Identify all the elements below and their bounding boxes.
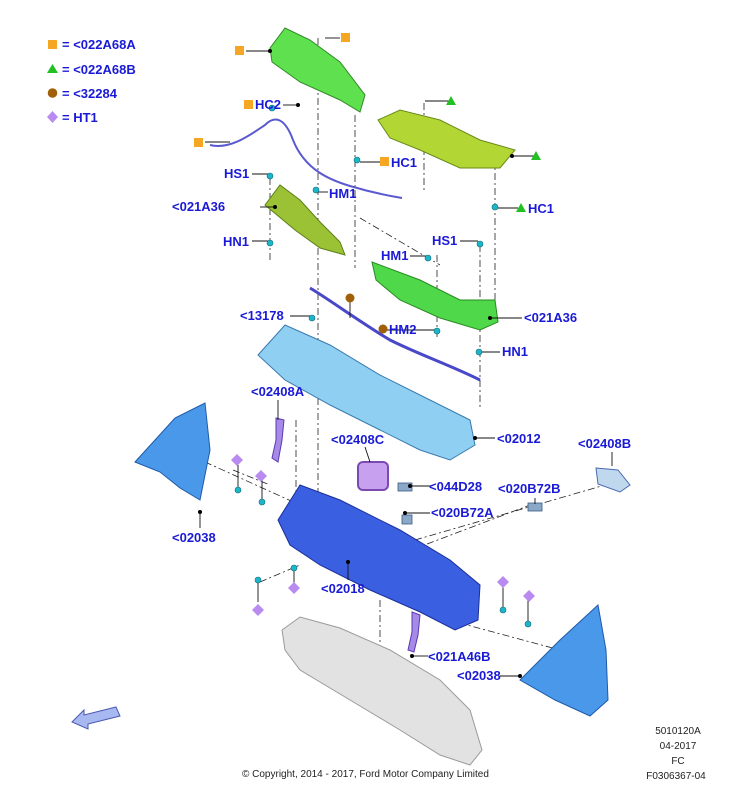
cowl-side-left xyxy=(264,184,346,256)
label-02038-left: <02038 xyxy=(172,530,216,545)
circle-icon xyxy=(345,293,355,303)
callout-triangles xyxy=(446,96,541,212)
label-021A36-left: <021A36 xyxy=(172,199,226,214)
clip-icon xyxy=(234,486,242,494)
copyright-text: © Copyright, 2014 - 2017, Ford Motor Com… xyxy=(242,769,489,780)
diamond-icon xyxy=(497,576,509,588)
diamond-icon xyxy=(252,604,264,616)
label-hc1-right: HC1 xyxy=(528,201,555,216)
bracket-02408A xyxy=(271,417,285,463)
label-13178: <13178 xyxy=(240,308,284,323)
legend-label-022A68B: = <022A68B xyxy=(62,62,136,77)
label-hm1-left: HM1 xyxy=(329,186,357,201)
legend-label-022A68A: = <022A68A xyxy=(62,37,136,52)
side-panel-02038-right xyxy=(519,604,609,717)
diamond-icon xyxy=(523,590,535,602)
legend-diamond-icon xyxy=(47,111,58,123)
bracket-02408C xyxy=(357,461,389,491)
label-021A36-right: <021A36 xyxy=(524,310,578,325)
clip-icon xyxy=(254,576,262,584)
label-hc2: HC2 xyxy=(255,97,282,112)
circle-icon xyxy=(378,324,388,334)
triangle-icon xyxy=(516,203,526,212)
clip-icon xyxy=(424,254,432,262)
cowl-side-right xyxy=(371,261,499,331)
clip-icons xyxy=(234,104,532,628)
label-020B72A: <020B72A xyxy=(431,505,494,520)
label-hm1-right: HM1 xyxy=(381,248,409,263)
dash-insulator xyxy=(281,616,483,766)
legend-triangle-icon xyxy=(47,64,58,73)
legend-square-icon xyxy=(48,40,57,49)
figure-number: F0306367-04 xyxy=(646,771,706,782)
leader-lines xyxy=(199,37,613,677)
label-02408B: <02408B xyxy=(578,436,632,451)
square-icon xyxy=(380,157,389,166)
label-02038-right: <02038 xyxy=(457,668,501,683)
bracket-02408B xyxy=(595,467,631,493)
square-icon xyxy=(244,100,253,109)
callout-squares xyxy=(194,33,389,166)
clip-icon xyxy=(475,348,483,356)
square-icon xyxy=(194,138,203,147)
label-hn1-right: HN1 xyxy=(502,344,529,359)
diagram-code: 5010120A xyxy=(655,726,701,737)
cowl-top-panel-right xyxy=(377,109,516,169)
clip-icon xyxy=(491,203,499,211)
clip-icon xyxy=(524,620,532,628)
label-02018: <02018 xyxy=(321,581,365,596)
label-hm2: HM2 xyxy=(389,322,417,337)
label-02408C: <02408C xyxy=(331,432,385,447)
clip-icon xyxy=(266,239,274,247)
assembly-lines xyxy=(204,38,606,651)
diamond-icon xyxy=(288,582,300,594)
clip-icon xyxy=(476,240,484,248)
label-hs1-right: HS1 xyxy=(432,233,458,248)
clip-icon xyxy=(266,172,274,180)
label-02408A: <02408A xyxy=(251,384,305,399)
clip-icon xyxy=(308,314,316,322)
triangle-icon xyxy=(446,96,456,105)
bracket-020B72B xyxy=(527,502,543,512)
clip-icon xyxy=(258,498,266,506)
diagram-fc: FC xyxy=(671,756,685,767)
callout-diamonds xyxy=(231,454,535,616)
callout-circles xyxy=(345,293,388,334)
square-icon xyxy=(235,46,244,55)
bracket-020B72A xyxy=(401,514,413,525)
cowl-top-panel-left xyxy=(269,27,366,113)
label-021A46B: <021A46B xyxy=(428,649,491,664)
label-02012: <02012 xyxy=(497,431,541,446)
triangle-icon xyxy=(531,151,541,160)
square-icon xyxy=(341,33,350,42)
diagram-date: 04-2017 xyxy=(659,741,697,752)
clip-icon xyxy=(290,564,298,572)
label-hs1-left: HS1 xyxy=(224,166,250,181)
front-direction-arrow-icon xyxy=(71,706,121,730)
leader-dots xyxy=(198,49,522,678)
bracket-021A46B xyxy=(407,611,421,653)
bracket-044D28 xyxy=(397,482,413,492)
label-hn1-left: HN1 xyxy=(223,234,250,249)
diamond-icon xyxy=(255,470,267,482)
diamond-icon xyxy=(231,454,243,466)
harness-13178 xyxy=(309,286,481,382)
dash-panel-02012 xyxy=(257,324,476,461)
washer-hose xyxy=(209,118,403,199)
clip-icon xyxy=(499,606,507,614)
label-044D28: <044D28 xyxy=(429,479,483,494)
side-panel-02038-left xyxy=(134,402,211,501)
clip-icon xyxy=(353,156,361,164)
clip-icon xyxy=(433,327,441,335)
label-hc1-top: HC1 xyxy=(391,155,418,170)
legend-label-HT1: = HT1 xyxy=(62,110,98,125)
clip-icon xyxy=(268,104,276,112)
dash-02018 xyxy=(277,484,481,631)
legend-circle-icon xyxy=(47,88,58,98)
legend-label-32284: = <32284 xyxy=(62,86,117,101)
clip-icon xyxy=(312,186,320,194)
label-020B72B: <020B72B xyxy=(498,481,561,496)
